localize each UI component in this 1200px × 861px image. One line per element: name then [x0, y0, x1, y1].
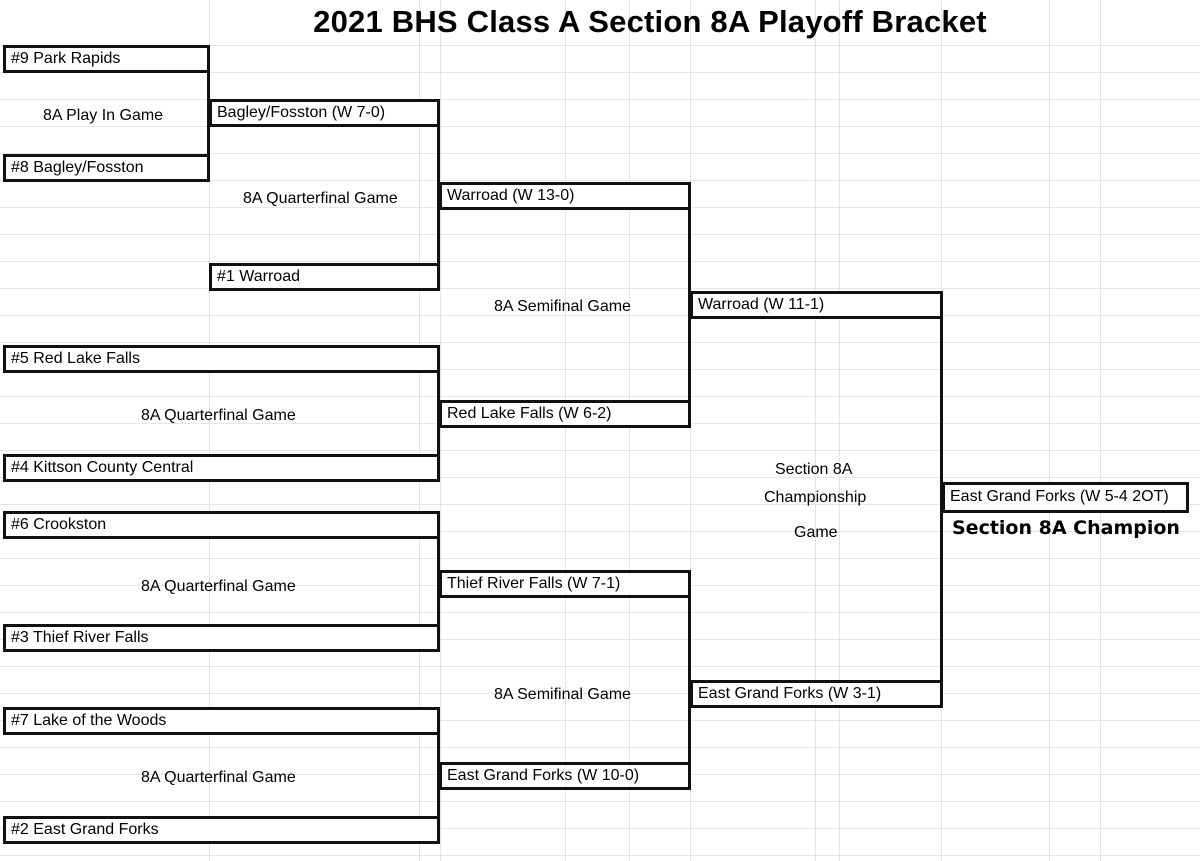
- team-box-kittson-county-central[interactable]: #4 Kittson County Central: [3, 454, 440, 482]
- bracket-title: 2021 BHS Class A Section 8A Playoff Brac…: [313, 4, 987, 39]
- connector-qf2: [437, 345, 440, 482]
- team-box-east-grand-forks[interactable]: #2 East Grand Forks: [3, 816, 440, 844]
- connector-sf1: [688, 182, 691, 428]
- winner-box-sf1[interactable]: Warroad (W 11-1): [690, 291, 943, 319]
- championship-label-line2: Championship: [764, 489, 867, 506]
- connector-playin: [207, 45, 210, 182]
- quarterfinal-label-1: 8A Quarterfinal Game: [243, 190, 398, 207]
- connector-qf1: [437, 99, 440, 291]
- quarterfinal-label-4: 8A Quarterfinal Game: [141, 769, 296, 786]
- semifinal-label-1: 8A Semifinal Game: [494, 298, 631, 315]
- winner-box-qf2[interactable]: Red Lake Falls (W 6-2): [439, 400, 691, 428]
- team-box-warroad[interactable]: #1 Warroad: [209, 263, 440, 291]
- connector-qf3: [437, 511, 440, 652]
- winner-box-qf4[interactable]: East Grand Forks (W 10-0): [439, 762, 691, 790]
- winner-box-playin[interactable]: Bagley/Fosston (W 7-0): [209, 99, 440, 127]
- grid-column-line: [565, 0, 566, 861]
- team-box-red-lake-falls[interactable]: #5 Red Lake Falls: [3, 345, 440, 373]
- quarterfinal-label-3: 8A Quarterfinal Game: [141, 578, 296, 595]
- grid-column-line: [690, 0, 691, 861]
- team-box-thief-river-falls[interactable]: #3 Thief River Falls: [3, 624, 440, 652]
- connector-qf4: [437, 707, 440, 844]
- championship-label-line3: Game: [794, 524, 838, 541]
- winner-box-sf2[interactable]: East Grand Forks (W 3-1): [690, 680, 943, 708]
- quarterfinal-label-2: 8A Quarterfinal Game: [141, 407, 296, 424]
- team-box-park-rapids[interactable]: #9 Park Rapids: [3, 45, 210, 73]
- champion-box[interactable]: East Grand Forks (W 5-4 2OT): [942, 482, 1189, 513]
- team-box-bagley-fosston[interactable]: #8 Bagley/Fosston: [3, 154, 210, 182]
- champion-label: Section 8A Champion: [952, 517, 1180, 539]
- playin-game-label: 8A Play In Game: [43, 107, 164, 124]
- grid-column-line: [440, 0, 441, 861]
- semifinal-label-2: 8A Semifinal Game: [494, 686, 631, 703]
- connector-sf2: [688, 570, 691, 790]
- team-box-crookston[interactable]: #6 Crookston: [3, 511, 440, 539]
- championship-label-line1: Section 8A: [775, 461, 853, 478]
- grid-column-line: [1100, 0, 1101, 861]
- connector-championship: [940, 291, 943, 708]
- team-box-lake-of-the-woods[interactable]: #7 Lake of the Woods: [3, 707, 440, 735]
- grid-column-line: [815, 0, 816, 861]
- winner-box-qf1[interactable]: Warroad (W 13-0): [439, 182, 691, 210]
- winner-box-qf3[interactable]: Thief River Falls (W 7-1): [439, 570, 691, 598]
